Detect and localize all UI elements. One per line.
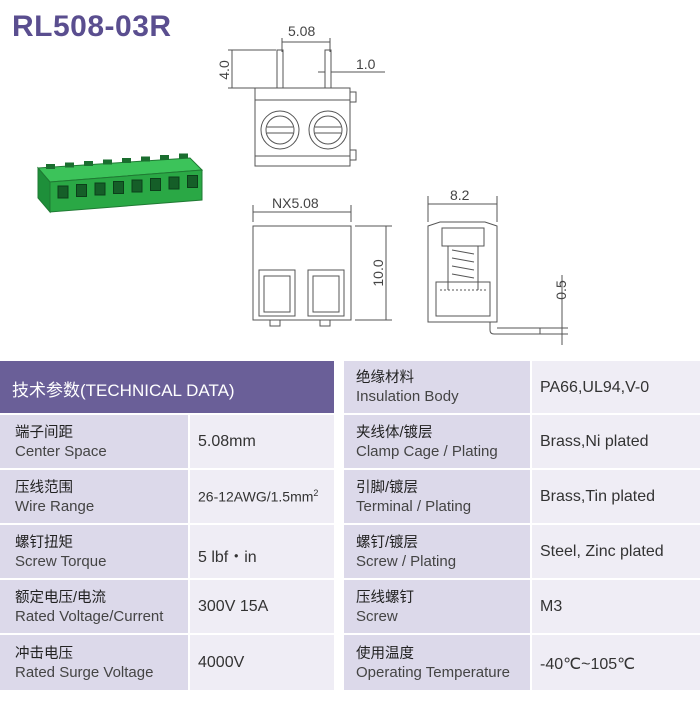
table-row-label: 螺钉扭矩 Screw Torque <box>0 525 188 578</box>
table-row-label: 夹线体/镀层 Clamp Cage / Plating <box>344 415 530 468</box>
table-row-value: M3 <box>532 580 700 633</box>
pitch-dimension: 5.08 <box>288 23 315 39</box>
table-row-value: -40℃~105℃ <box>532 635 700 690</box>
offset-dimension: 0.5 <box>553 280 569 300</box>
height-dimension: 10.0 <box>370 259 386 286</box>
length-dimension: NX5.08 <box>272 195 319 211</box>
table-row-label: 压线螺钉 Screw <box>344 580 530 633</box>
table-row-value: 5 lbf・in <box>190 525 334 578</box>
screw-hole <box>84 161 93 166</box>
table-row-label: 额定电压/电流 Rated Voltage/Current <box>0 580 188 633</box>
table-row-value: Brass,Tin plated <box>532 470 700 523</box>
table-row-label: 绝缘材料 Insulation Body <box>344 361 530 413</box>
table-row-label: 端子间距 Center Space <box>0 415 188 468</box>
pin-width-dimension: 1.0 <box>356 56 376 72</box>
table-row-value: 26-12AWG/1.5mm2 <box>190 470 334 523</box>
screw-hole <box>65 162 74 168</box>
table-row-label: 压线范围 Wire Range <box>0 470 188 523</box>
wire-slot <box>113 181 124 194</box>
screw-hole <box>122 158 131 163</box>
screw-hole <box>179 153 188 159</box>
technical-drawings: 5.08 4.0 1.0 NX5.08 10.0 8.2 0.5 <box>216 23 569 345</box>
table-row-label: 螺钉/镀层 Screw / Plating <box>344 525 530 578</box>
screw-hole <box>46 164 55 169</box>
product-photo <box>36 153 204 214</box>
table-row-value: 5.08mm <box>190 415 334 468</box>
wire-slot <box>168 176 180 190</box>
table-header-title: 技术参数(TECHNICAL DATA) <box>12 381 235 400</box>
side-view-drawing <box>427 196 568 345</box>
table-row-value: 300V 15A <box>190 580 334 633</box>
wire-slot <box>187 175 198 188</box>
wire-slot <box>57 185 69 199</box>
top-view-drawing <box>228 38 385 167</box>
table-row-label: 引脚/镀层 Terminal / Plating <box>344 470 530 523</box>
table-row-value: Steel, Zinc plated <box>532 525 700 578</box>
wire-slot <box>131 179 143 193</box>
table-row-label: 使用温度 Operating Temperature <box>344 635 530 690</box>
pin-height-dimension: 4.0 <box>216 60 232 80</box>
table-row-value: 4000V <box>190 635 334 690</box>
wire-slot <box>76 184 87 197</box>
front-view-drawing <box>252 205 392 327</box>
screw-hole <box>141 156 150 162</box>
table-header: 技术参数(TECHNICAL DATA) <box>0 361 334 413</box>
screw-hole <box>103 159 112 165</box>
depth-dimension: 8.2 <box>450 187 470 203</box>
table-row-label: 冲击电压 Rated Surge Voltage <box>0 635 188 690</box>
screw-hole <box>160 155 169 160</box>
wire-slot <box>150 178 161 191</box>
table-row-value: PA66,UL94,V-0 <box>532 361 700 413</box>
table-row-value: Brass,Ni plated <box>532 415 700 468</box>
product-title: RL508-03R <box>12 10 172 43</box>
wire-slot <box>94 182 106 196</box>
